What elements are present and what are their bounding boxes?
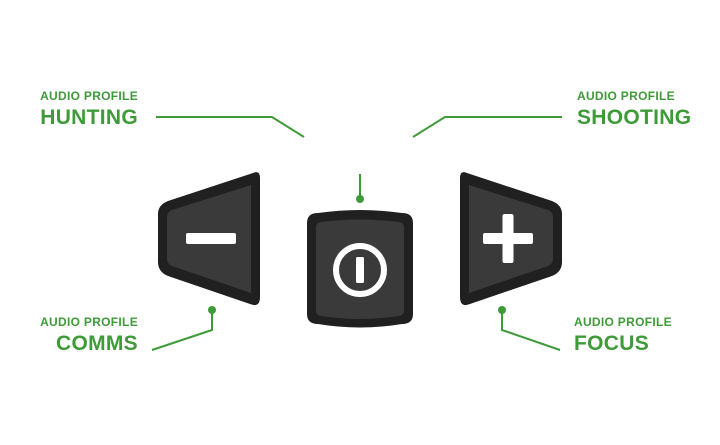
power-button[interactable] — [307, 210, 413, 328]
leader-dot-focus — [498, 306, 506, 314]
leader-line-shooting — [412, 116, 562, 138]
label-shooting: AUDIO PROFILE SHOOTING — [577, 90, 691, 128]
plus-button[interactable] — [460, 172, 562, 306]
label-shooting-caption: AUDIO PROFILE — [577, 89, 675, 103]
leader-dot-comms — [208, 306, 216, 314]
label-comms-name: COMMS — [56, 332, 138, 355]
label-hunting: AUDIO PROFILE HUNTING — [0, 90, 138, 128]
leader-lines — [151, 116, 562, 351]
plus-icon — [483, 214, 533, 263]
label-hunting-name: HUNTING — [40, 106, 138, 129]
leader-dots — [208, 195, 506, 314]
label-shooting-name: SHOOTING — [577, 106, 692, 129]
minus-icon — [186, 233, 236, 244]
label-comms: AUDIO PROFILE COMMS — [0, 316, 138, 354]
label-focus-caption: AUDIO PROFILE — [574, 315, 672, 329]
label-focus-name: FOCUS — [574, 332, 649, 355]
leader-line-hunting — [156, 116, 305, 138]
leader-line-focus — [501, 310, 561, 351]
label-comms-caption: AUDIO PROFILE — [40, 315, 138, 329]
label-focus: AUDIO PROFILE FOCUS — [574, 316, 672, 354]
leader-line-comms — [151, 310, 213, 351]
label-hunting-caption: AUDIO PROFILE — [40, 89, 138, 103]
leader-dot-power — [356, 195, 364, 203]
minus-button[interactable] — [158, 172, 260, 306]
power-icon — [333, 243, 387, 297]
